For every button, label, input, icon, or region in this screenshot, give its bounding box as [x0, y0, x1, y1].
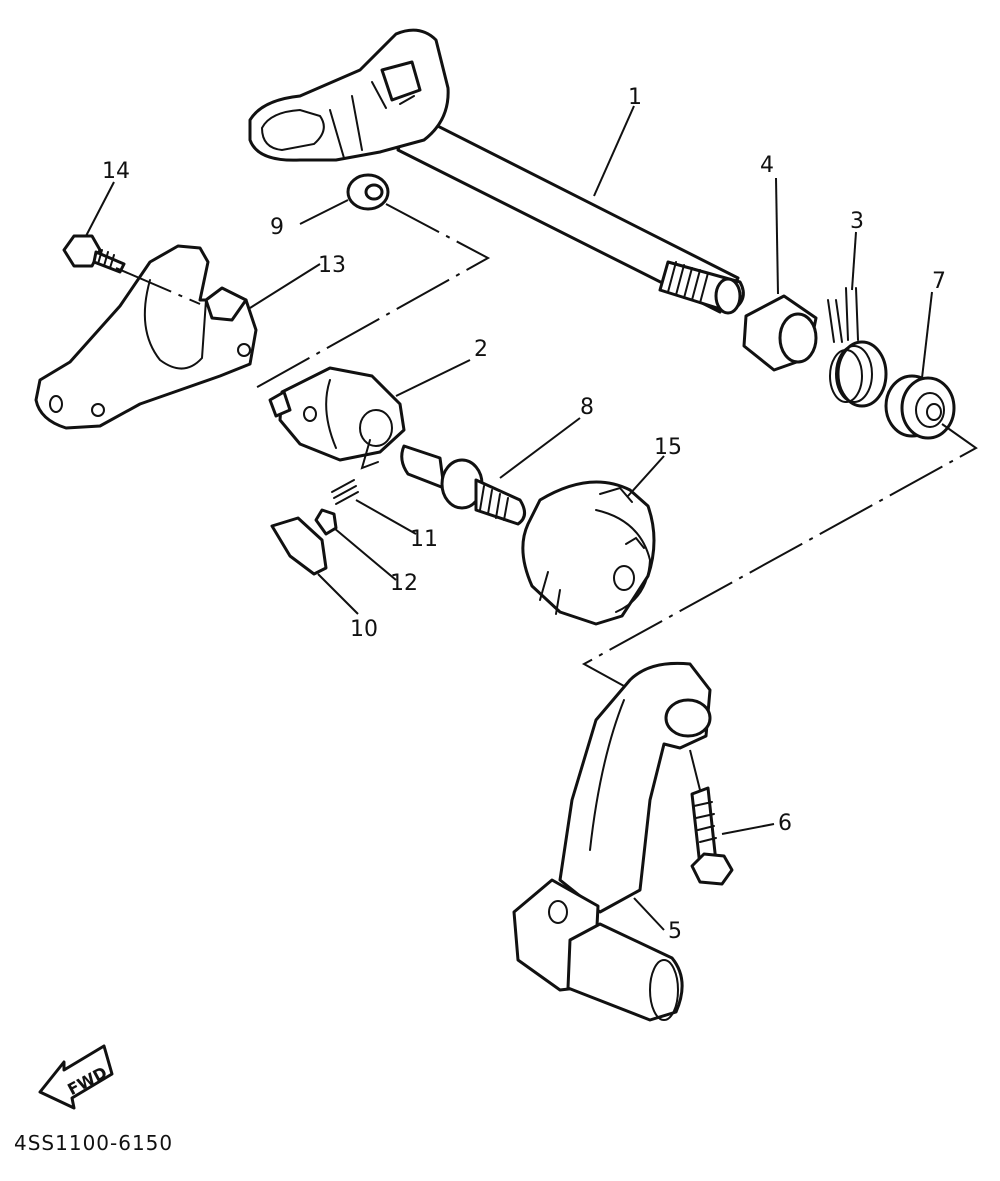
callout-12: 12	[390, 571, 418, 596]
callout-6: 6	[778, 811, 792, 836]
fwd-arrow-icon: FWD	[38, 1044, 114, 1110]
callout-1: 1	[628, 85, 642, 110]
callout-4: 4	[760, 153, 774, 178]
bolt-8-part	[400, 444, 526, 526]
bolt-6-part	[690, 786, 734, 886]
pawl-part	[270, 516, 328, 576]
leader-lines	[85, 105, 933, 931]
stopper-plate-part	[34, 244, 258, 430]
shift-cam-part	[521, 480, 656, 626]
oil-seal-part	[884, 374, 956, 440]
shift-arm-part	[268, 366, 406, 470]
torsion-spring-part	[827, 287, 888, 408]
bolt-14-part	[62, 234, 126, 274]
callout-13: 13	[318, 253, 346, 278]
callout-14: 14	[102, 159, 130, 184]
collar-part	[742, 294, 818, 372]
callout-11: 11	[410, 527, 438, 552]
callout-7: 7	[932, 269, 946, 294]
shift-pedal-part	[512, 661, 712, 1022]
callout-labels: 1 2 3 4 5 6 7 8 9 10 11 12 13 14 15	[102, 85, 946, 944]
shift-shaft-part	[248, 28, 745, 315]
spring-part	[331, 479, 359, 505]
drawing-code: 4SS1100-6150	[14, 1131, 173, 1155]
callout-3: 3	[850, 209, 864, 234]
callout-2: 2	[474, 337, 488, 362]
callout-15: 15	[654, 435, 682, 460]
washer-part	[346, 173, 390, 211]
callout-10: 10	[350, 617, 378, 642]
assembly-lines	[115, 203, 978, 791]
callout-9: 9	[270, 215, 284, 240]
pin-part	[314, 508, 338, 536]
callout-5: 5	[668, 919, 682, 944]
callout-8: 8	[580, 395, 594, 420]
